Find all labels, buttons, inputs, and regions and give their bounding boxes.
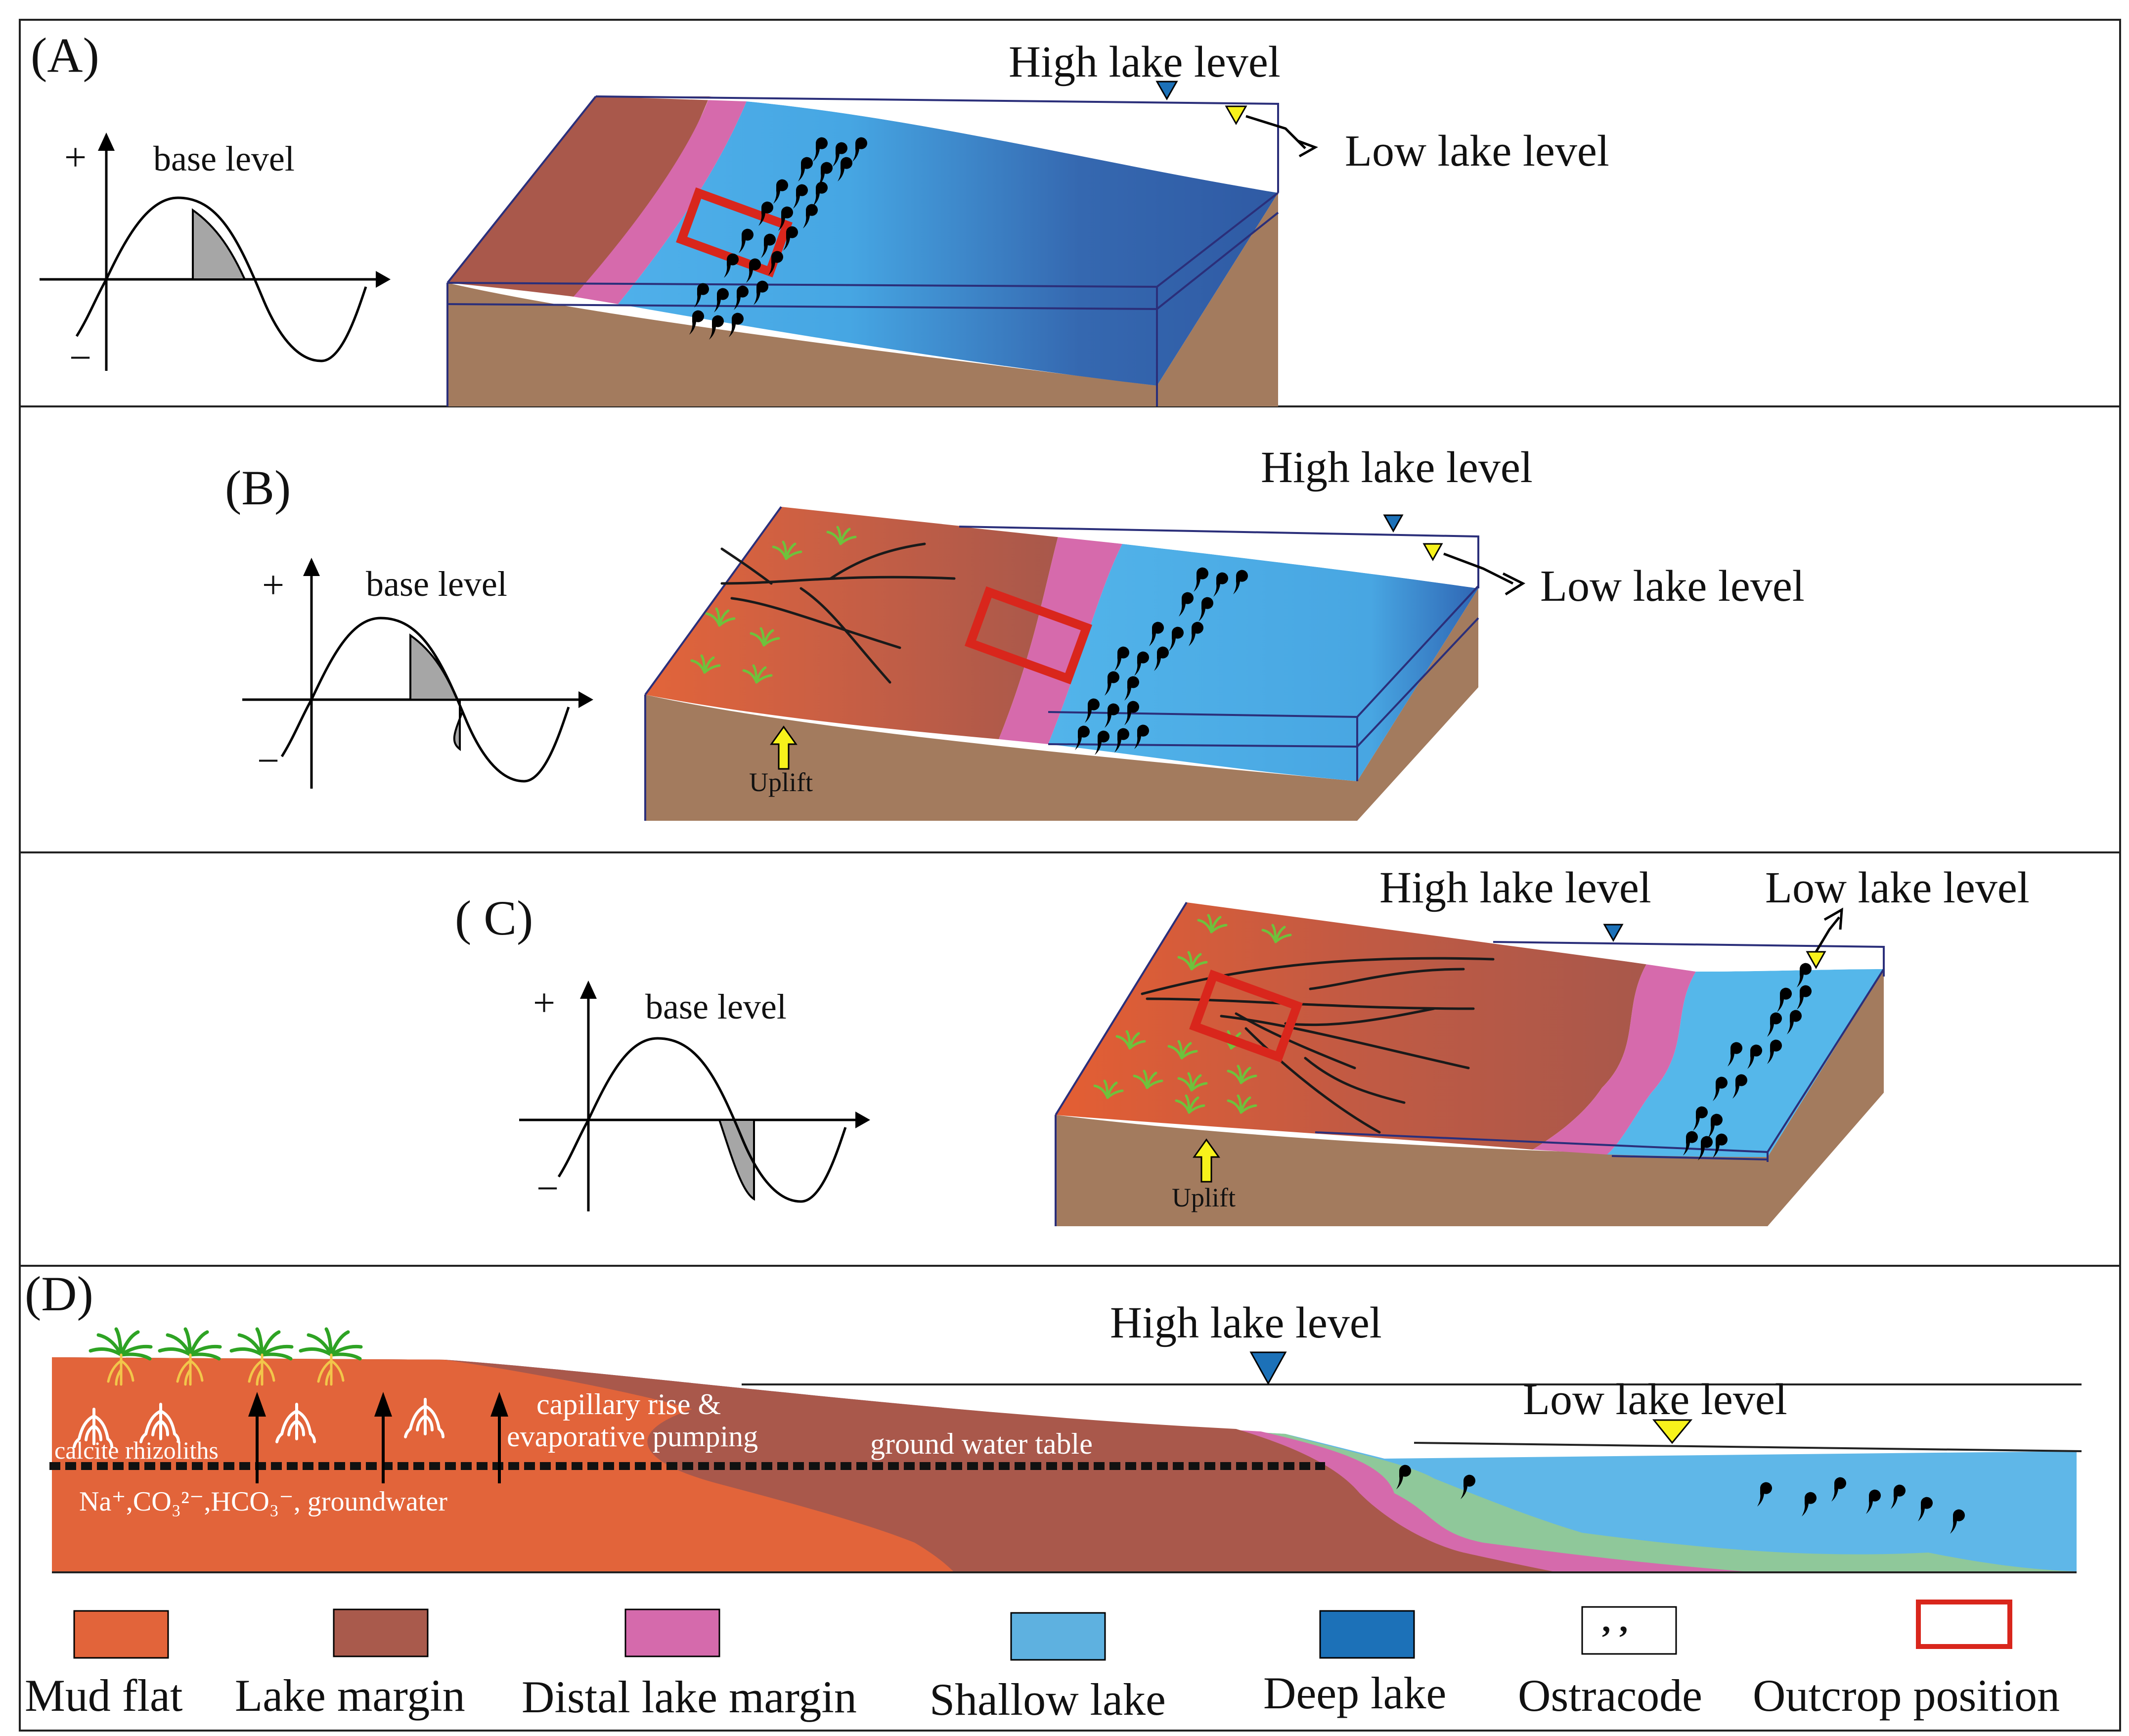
figure-frame (19, 19, 2121, 1732)
panel-c-base-level-label: base level (645, 987, 787, 1026)
legend: Mud flat Lake margin Distal lake margin … (25, 1600, 2060, 1725)
legend-label-outcrop-position: Outcrop position (1753, 1670, 2060, 1721)
panel-d-capillary-line2: evaporative pumping (507, 1420, 758, 1453)
panel-a-base-level-graph: + − base level (40, 133, 391, 380)
panel-c-uplift-arrow (1193, 1138, 1220, 1183)
panel-d-low-level-marker (1652, 1419, 1693, 1444)
panel-c-high-level-label: High lake level (1379, 863, 1651, 912)
panel-b: (B) + − base level (225, 443, 1805, 821)
legend-label-shallow-lake: Shallow lake (930, 1674, 1166, 1725)
panel-d-high-level-marker (1249, 1351, 1287, 1385)
panel-c-uplift-label: Uplift (1172, 1183, 1236, 1212)
panel-c-base-level-graph: + − base level (519, 980, 870, 1211)
panel-a-letter: (A) (31, 28, 99, 83)
panel-c-plus: + (533, 981, 555, 1025)
legend-label-lake-margin: Lake margin (235, 1670, 465, 1721)
panel-a-shaded-interval (192, 208, 247, 280)
panel-a-block-diagram: High lake level Low lake level (446, 38, 1609, 406)
legend-item-ostracode: , , Ostracode (1518, 1602, 1702, 1721)
panel-b-outcrop-position (964, 586, 1093, 685)
panel-b-block-diagram: Uplift High lake level Low lake level (644, 443, 1805, 821)
panel-d-low-level-label: Low lake level (1523, 1375, 1787, 1424)
panel-b-uplift-label: Uplift (749, 767, 813, 797)
panel-c-letter: ( C) (455, 890, 533, 945)
panel-b-base-level-graph: + − base level (242, 558, 593, 789)
panel-d-capillary-arrows (248, 1392, 508, 1483)
panel-c-minus: − (536, 1167, 559, 1210)
panel-b-base-level-label: base level (366, 564, 507, 604)
panel-b-uplift-arrow (770, 725, 798, 770)
panel-b-letter: (B) (225, 460, 291, 515)
panel-c-low-level-label: Low lake level (1765, 863, 2030, 912)
panel-d-letter: (D) (25, 1266, 93, 1321)
legend-item-outcrop-position: Outcrop position (1753, 1600, 2060, 1721)
panel-b-plus: + (262, 564, 284, 607)
legend-item-mud-flat: Mud flat (25, 1610, 183, 1721)
panel-a-high-level-marker (1155, 81, 1178, 101)
legend-label-mud-flat: Mud flat (25, 1670, 183, 1721)
panel-d-cross-section: High lake level Low lake level capillary… (49, 1298, 2082, 1573)
panel-d: (D) (25, 1266, 2082, 1573)
panel-d-calcite-label: calcite rhizoliths (54, 1436, 219, 1464)
panel-c-outcrop-position (1189, 969, 1303, 1063)
panel-c-shaded-interval (718, 1119, 755, 1201)
panel-c: ( C) + − base level (455, 863, 2030, 1226)
panel-a-plus: + (64, 136, 87, 179)
panel-b-high-level-label: High lake level (1261, 443, 1533, 492)
legend-item-distal-lake-margin: Distal lake margin (522, 1608, 857, 1722)
panel-a-low-level-label: Low lake level (1345, 127, 1609, 176)
panel-c-block-diagram: Uplift High lake level Low lake level (1055, 863, 2030, 1226)
legend-label-deep-lake: Deep lake (1263, 1668, 1446, 1718)
panel-d-ions-label: Na⁺,CO₃²⁻,HCO₃⁻, groundwater (79, 1486, 447, 1517)
panel-b-high-level-marker (1383, 514, 1404, 533)
panel-d-low-level-line (1414, 1442, 2082, 1452)
legend-symbol-ostracode: , , (1602, 1602, 1628, 1640)
legend-label-distal-lake-margin: Distal lake margin (522, 1672, 857, 1722)
panel-d-capillary-line1: capillary rise & (536, 1388, 721, 1421)
panel-a-outcrop-position (676, 187, 793, 278)
legend-item-lake-margin: Lake margin (235, 1608, 465, 1721)
panel-c-high-level-marker (1603, 924, 1624, 942)
panel-d-ground-water-table-label: ground water table (870, 1427, 1093, 1460)
panel-a-high-level-label: High lake level (1009, 38, 1281, 87)
panel-d-high-level-label: High lake level (1110, 1298, 1382, 1347)
panel-a-base-level-label: base level (153, 139, 295, 178)
panel-a-low-level-marker (1225, 105, 1247, 126)
panel-b-low-level-label: Low lake level (1540, 562, 1805, 611)
panel-a-minus: − (69, 336, 91, 380)
legend-item-shallow-lake: Shallow lake (930, 1612, 1166, 1725)
panel-b-minus: − (257, 739, 279, 783)
legend-item-deep-lake: Deep lake (1263, 1610, 1446, 1718)
legend-label-ostracode: Ostracode (1518, 1670, 1702, 1721)
panel-b-low-level-marker (1422, 543, 1443, 562)
panel-a: (A) + − base level (31, 28, 1609, 406)
